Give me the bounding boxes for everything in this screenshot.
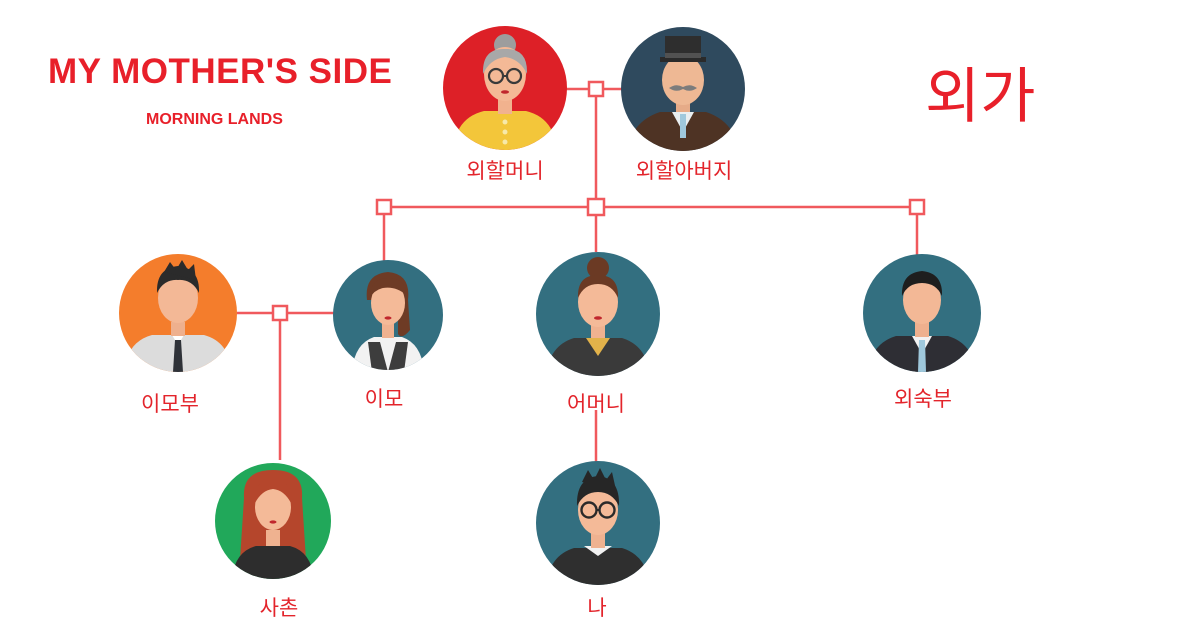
cousin-avatar <box>215 463 331 579</box>
mother-label: 어머니 <box>567 392 625 416</box>
grandfather-avatar <box>621 27 745 151</box>
page-subtitle: MORNING LANDS <box>146 111 283 128</box>
tree-junctions <box>271 80 926 322</box>
uncle-avatar <box>863 254 981 372</box>
me-label: 나 <box>587 596 607 620</box>
korean-title: 외가 <box>925 62 1036 132</box>
mother-avatar <box>536 252 660 376</box>
aunt-label: 이모 <box>364 387 404 411</box>
cousin-label: 사촌 <box>259 596 299 620</box>
tree-connectors <box>237 87 919 462</box>
uncle-label: 외숙부 <box>894 387 952 411</box>
grandmother-avatar <box>443 26 567 150</box>
grandmother-label: 외할머니 <box>466 159 544 183</box>
page-title: MY MOTHER'S SIDE <box>48 52 393 91</box>
aunt-avatar <box>333 260 443 370</box>
me-avatar <box>536 461 660 585</box>
aunt-husband-avatar <box>119 254 237 372</box>
aunt-husband-label: 이모부 <box>141 392 199 416</box>
grandfather-label: 외할아버지 <box>635 159 733 183</box>
